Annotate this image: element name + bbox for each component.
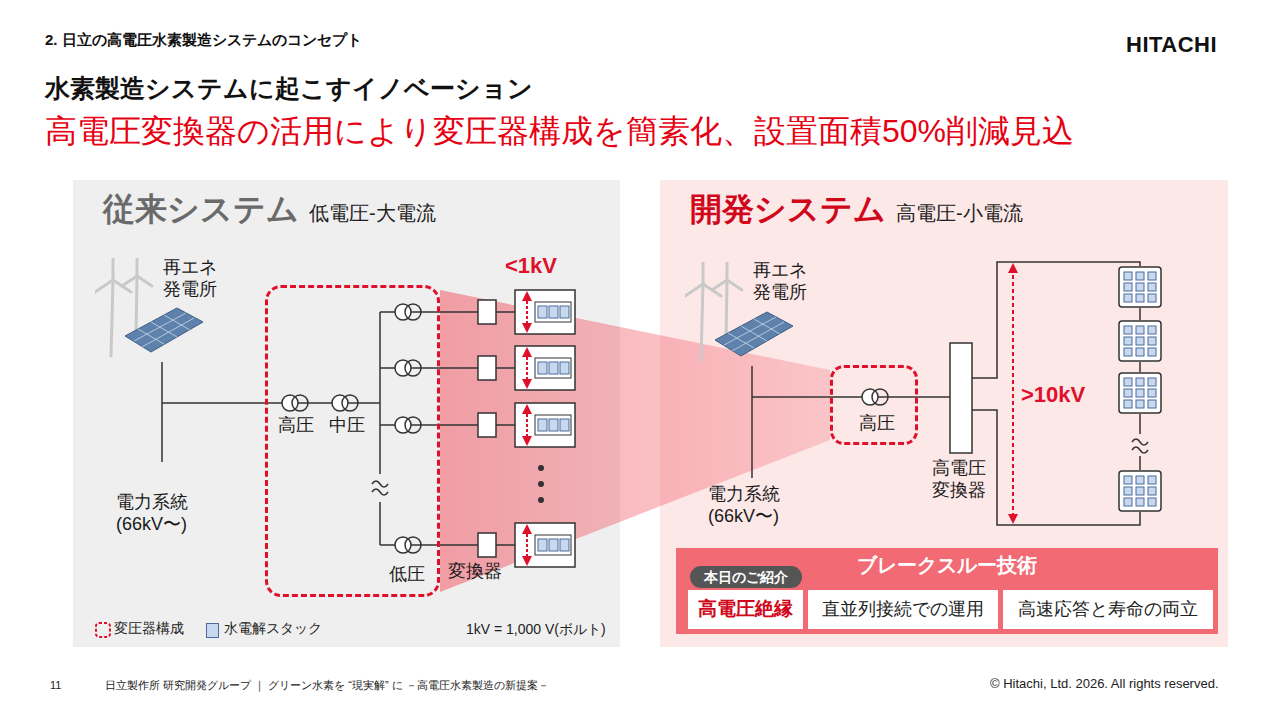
stack-cell (538, 419, 547, 431)
converter-box (478, 533, 496, 557)
wire (496, 367, 515, 369)
node-text: 中圧 (329, 415, 365, 437)
section-heading: 2. 日立の高電圧水素製造システムのコンセプト (45, 31, 362, 49)
stack-cell (560, 306, 569, 318)
node-text: 高電圧絶縁 (698, 598, 793, 621)
transformer-group: 高圧中圧低圧 (265, 285, 440, 597)
transformer-group: 高圧 (830, 365, 918, 445)
transformer-symbol (395, 537, 421, 553)
stack-group (535, 358, 571, 378)
stack-group (535, 415, 571, 435)
node-text: 高圧 (278, 415, 314, 437)
stack-cell (549, 306, 558, 318)
legend-swatch (206, 623, 219, 638)
stack-cell (549, 362, 558, 374)
stack-frame (515, 523, 575, 567)
key-message: 高電圧変換器の活用により変圧器構成を簡素化、設置面積50%削減見込 (45, 112, 1074, 150)
grid-label: 電力系統 (66kV〜) (708, 484, 800, 527)
intro-pill: 本日のご紹介 (690, 566, 802, 588)
node-text: 開発システム (690, 190, 886, 228)
footer-text: 日立製作所 研究開発グループ ｜ グリーン水素を “現実解” に －高電圧水素製… (105, 679, 549, 692)
unit-note: 1kV = 1,000 V(ボルト) (466, 621, 606, 638)
stack-cell (560, 362, 569, 374)
logo-text: HITACHI (1126, 32, 1217, 58)
legend-text: 変圧器構成 (114, 620, 184, 637)
stack-cell (549, 539, 558, 551)
voltage-label: <1kV (505, 253, 557, 279)
copyright: © Hitachi, Ltd. 2026. All rights reserve… (990, 676, 1219, 692)
stack-frame (515, 346, 575, 390)
voltage-arrow (526, 529, 528, 561)
node-text: 低圧 (389, 564, 425, 586)
transformer-symbol (395, 417, 421, 433)
transformer-symbol (395, 304, 421, 320)
stack-group (535, 535, 571, 555)
slide-title: 水素製造システムに起こすイノベーション (45, 73, 533, 103)
node-text: 直並列接続での運用 (822, 599, 984, 621)
stack-cell (560, 539, 569, 551)
node-text: 本日のご紹介 (704, 569, 788, 586)
node-text: 高圧 (859, 413, 895, 435)
converter-box (478, 413, 496, 437)
voltage-arrow (526, 352, 528, 384)
voltage-arrow (526, 296, 528, 328)
stack-frame (515, 403, 575, 447)
node-text: 高速応答と寿命の両立 (1018, 599, 1198, 621)
converter-box (478, 356, 496, 380)
stack-cell (538, 306, 547, 318)
plant-label: 再エネ 発電所 (748, 260, 812, 303)
wire (496, 544, 515, 546)
legend-text: 水電解スタック (224, 620, 322, 637)
tech-box: 高電圧絶縁 (688, 590, 803, 629)
tech-box: 直並列接続での運用 (808, 590, 998, 629)
grid-label: 電力系統 (66kV〜) (116, 492, 208, 535)
system-panel: 開発システム高電圧-小電流高圧ブレークスルー技術本日のご紹介高電圧絶縁直並列接続… (660, 180, 1228, 647)
converter-label: 高電圧 変換器 (926, 458, 992, 501)
node-text: 低電圧-大電流 (309, 201, 436, 225)
page-number: 11 (50, 679, 61, 692)
node-text: 従来システム (103, 190, 299, 228)
stack-cell (549, 419, 558, 431)
plant-label: 再エネ 発電所 (158, 257, 222, 300)
converter-label: 変換器 (448, 561, 502, 583)
stack-cell (560, 419, 569, 431)
transformer-symbol (395, 360, 421, 376)
stack-cell (538, 539, 547, 551)
node-text: 高電圧-小電流 (896, 201, 1023, 225)
voltage-arrow (526, 409, 528, 441)
wire (496, 311, 515, 313)
system-panel: 従来システム低電圧-大電流高圧中圧低圧 (73, 180, 620, 647)
stack-group (535, 302, 571, 322)
stack-cell (538, 362, 547, 374)
stack-frame (515, 290, 575, 334)
converter-box (478, 300, 496, 324)
breakthrough-band: ブレークスルー技術本日のご紹介高電圧絶縁直並列接続での運用高速応答と寿命の両立 (676, 548, 1218, 634)
tech-box: 高速応答と寿命の両立 (1003, 590, 1213, 629)
voltage-label: >10kV (1021, 382, 1085, 408)
wire (496, 424, 515, 426)
